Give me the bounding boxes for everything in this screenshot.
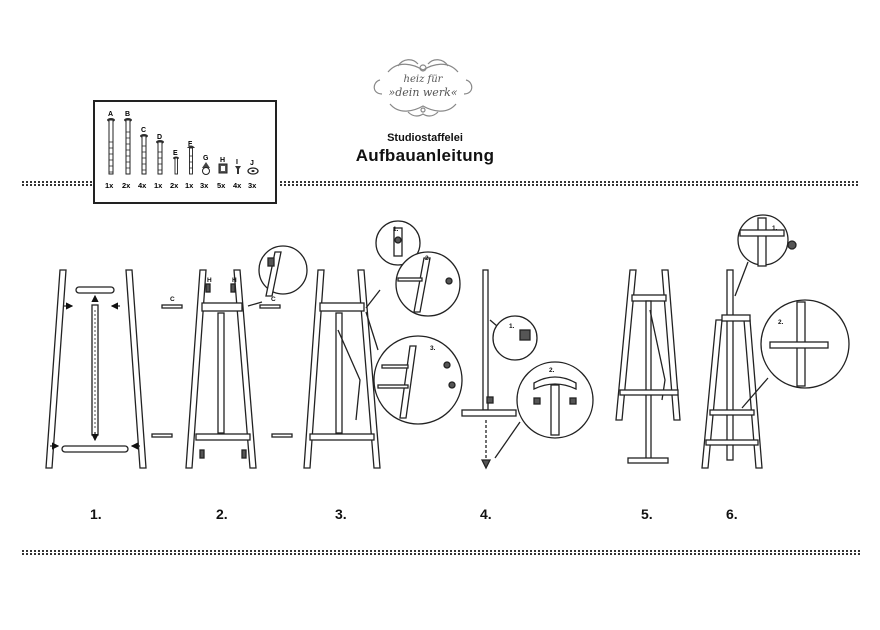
part-j-letter: J	[250, 160, 254, 167]
part-h-qty: 5x	[217, 181, 226, 190]
s6-callout-1: 1.	[772, 225, 778, 232]
top-divider-left	[22, 181, 94, 186]
s6-callout-2: 2.	[778, 319, 784, 326]
part-b-qty: 2x	[122, 181, 131, 190]
step-4-illustration	[461, 269, 594, 470]
brand-logo	[373, 59, 473, 117]
document-subtitle: Studiostaffelei	[387, 132, 463, 144]
part-g-wingnut-icon	[202, 162, 210, 175]
part-c-bolt-icon	[140, 134, 148, 175]
s2-label-h-right: H	[232, 277, 237, 284]
step-5-illustration	[615, 269, 681, 464]
part-g-letter: G	[203, 155, 209, 162]
logo-line-1: heiz für	[403, 74, 443, 85]
part-f-qty: 1x	[185, 181, 194, 190]
part-h-letter: H	[220, 157, 225, 164]
part-a-bolt-icon	[107, 118, 115, 175]
part-c-letter: C	[141, 127, 146, 134]
part-e-screw-icon	[173, 156, 179, 175]
s4-callout-2: 2.	[549, 367, 555, 374]
part-c-qty: 4x	[138, 181, 147, 190]
s2-label-c-left: C	[170, 296, 175, 303]
part-i-letter: I	[236, 159, 238, 166]
part-a-letter: A	[108, 111, 113, 118]
document-title: Aufbauanleitung	[355, 146, 495, 165]
part-j-washer-icon	[247, 167, 259, 175]
part-i-washer-icon	[235, 166, 241, 174]
part-j-qty: 3x	[248, 181, 257, 190]
parts-list-drawing	[107, 118, 259, 175]
part-f-wingscrew-icon	[187, 145, 195, 175]
parts-labels: A B C D E F G H I J 1x 2x 4x 1x 2x 1x 3x…	[95, 102, 273, 200]
part-e-letter: E	[173, 150, 178, 157]
step-number-5: 5.	[641, 506, 653, 522]
step-number-4: 4.	[480, 506, 492, 522]
part-d-letter: D	[157, 134, 162, 141]
part-d-qty: 1x	[154, 181, 163, 190]
step-number-2: 2.	[216, 506, 228, 522]
step-3-illustration	[303, 220, 463, 469]
s3-callout-1: 1.	[393, 226, 399, 233]
part-i-qty: 4x	[233, 181, 242, 190]
part-b-bolt-icon	[124, 118, 132, 175]
part-d-bolt-icon	[156, 140, 164, 175]
s3-callout-2: 2.	[425, 255, 431, 262]
parts-list-box	[93, 100, 277, 204]
s2-label-h-left: H	[207, 277, 212, 284]
s4-callout-1: 1.	[509, 323, 515, 330]
step-2-illustration	[151, 245, 308, 469]
logo-line-2: »dein werk«	[388, 86, 458, 99]
part-e-qty: 2x	[170, 181, 179, 190]
step-number-6: 6.	[726, 506, 738, 522]
part-g-qty: 3x	[200, 181, 209, 190]
step-1-illustration	[45, 269, 147, 469]
part-h-nut-icon	[218, 163, 228, 174]
s2-label-c-right: C	[271, 296, 276, 303]
step-number-1: 1.	[90, 506, 102, 522]
part-b-letter: B	[125, 111, 130, 118]
bottom-divider	[22, 550, 860, 555]
part-f-letter: F	[188, 141, 193, 148]
part-a-qty: 1x	[105, 181, 114, 190]
top-divider-right	[280, 181, 860, 186]
step-number-3: 3.	[335, 506, 347, 522]
s3-callout-3: 3.	[430, 345, 436, 352]
step-6-illustration	[701, 214, 850, 469]
